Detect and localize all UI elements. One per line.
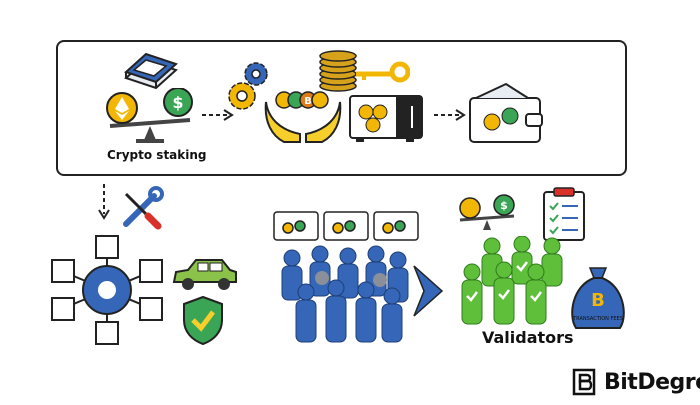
wallet-icon bbox=[273, 211, 419, 241]
crowd-icon bbox=[281, 245, 409, 343]
svg-text:B: B bbox=[591, 290, 605, 311]
dashed-arrow-icon bbox=[434, 109, 466, 121]
balance-scale-icon: $ bbox=[106, 88, 193, 143]
car-icon bbox=[172, 259, 237, 290]
bitdegree-brand: BitDegree bbox=[572, 368, 700, 396]
brand-name: BitDegree bbox=[604, 369, 700, 395]
hands-holding-coins-icon: B bbox=[264, 91, 342, 143]
gears-icon bbox=[228, 62, 268, 110]
down-arrow-icon bbox=[98, 184, 110, 220]
clipboard-checklist-icon bbox=[543, 187, 585, 241]
validators-label: Validators bbox=[482, 328, 574, 347]
fees-bag-text: TRANSACTION FEES bbox=[572, 316, 623, 322]
crypto-staking-label: Crypto staking bbox=[107, 148, 207, 162]
balance-scale-icon: $ bbox=[459, 194, 515, 230]
staking-process-box bbox=[56, 40, 627, 176]
svg-text:$: $ bbox=[172, 93, 183, 112]
validators-group-icon bbox=[461, 236, 563, 325]
svg-text:B: B bbox=[304, 96, 312, 107]
coin-stack-key-icon bbox=[319, 50, 410, 92]
book-icon bbox=[124, 52, 178, 90]
blockchain-network-icon bbox=[51, 235, 163, 345]
svg-text:$: $ bbox=[500, 199, 508, 212]
wallet-icon bbox=[469, 82, 543, 143]
chevron-right-icon bbox=[413, 265, 444, 317]
shield-check-icon bbox=[183, 295, 223, 346]
fees-money-bag-icon: B TRANSACTION FEES bbox=[571, 267, 625, 329]
wrench-screwdriver-icon bbox=[123, 186, 164, 230]
bitdegree-logo-icon bbox=[572, 368, 596, 396]
dashed-arrow-icon bbox=[202, 109, 234, 121]
safe-icon bbox=[349, 95, 423, 142]
